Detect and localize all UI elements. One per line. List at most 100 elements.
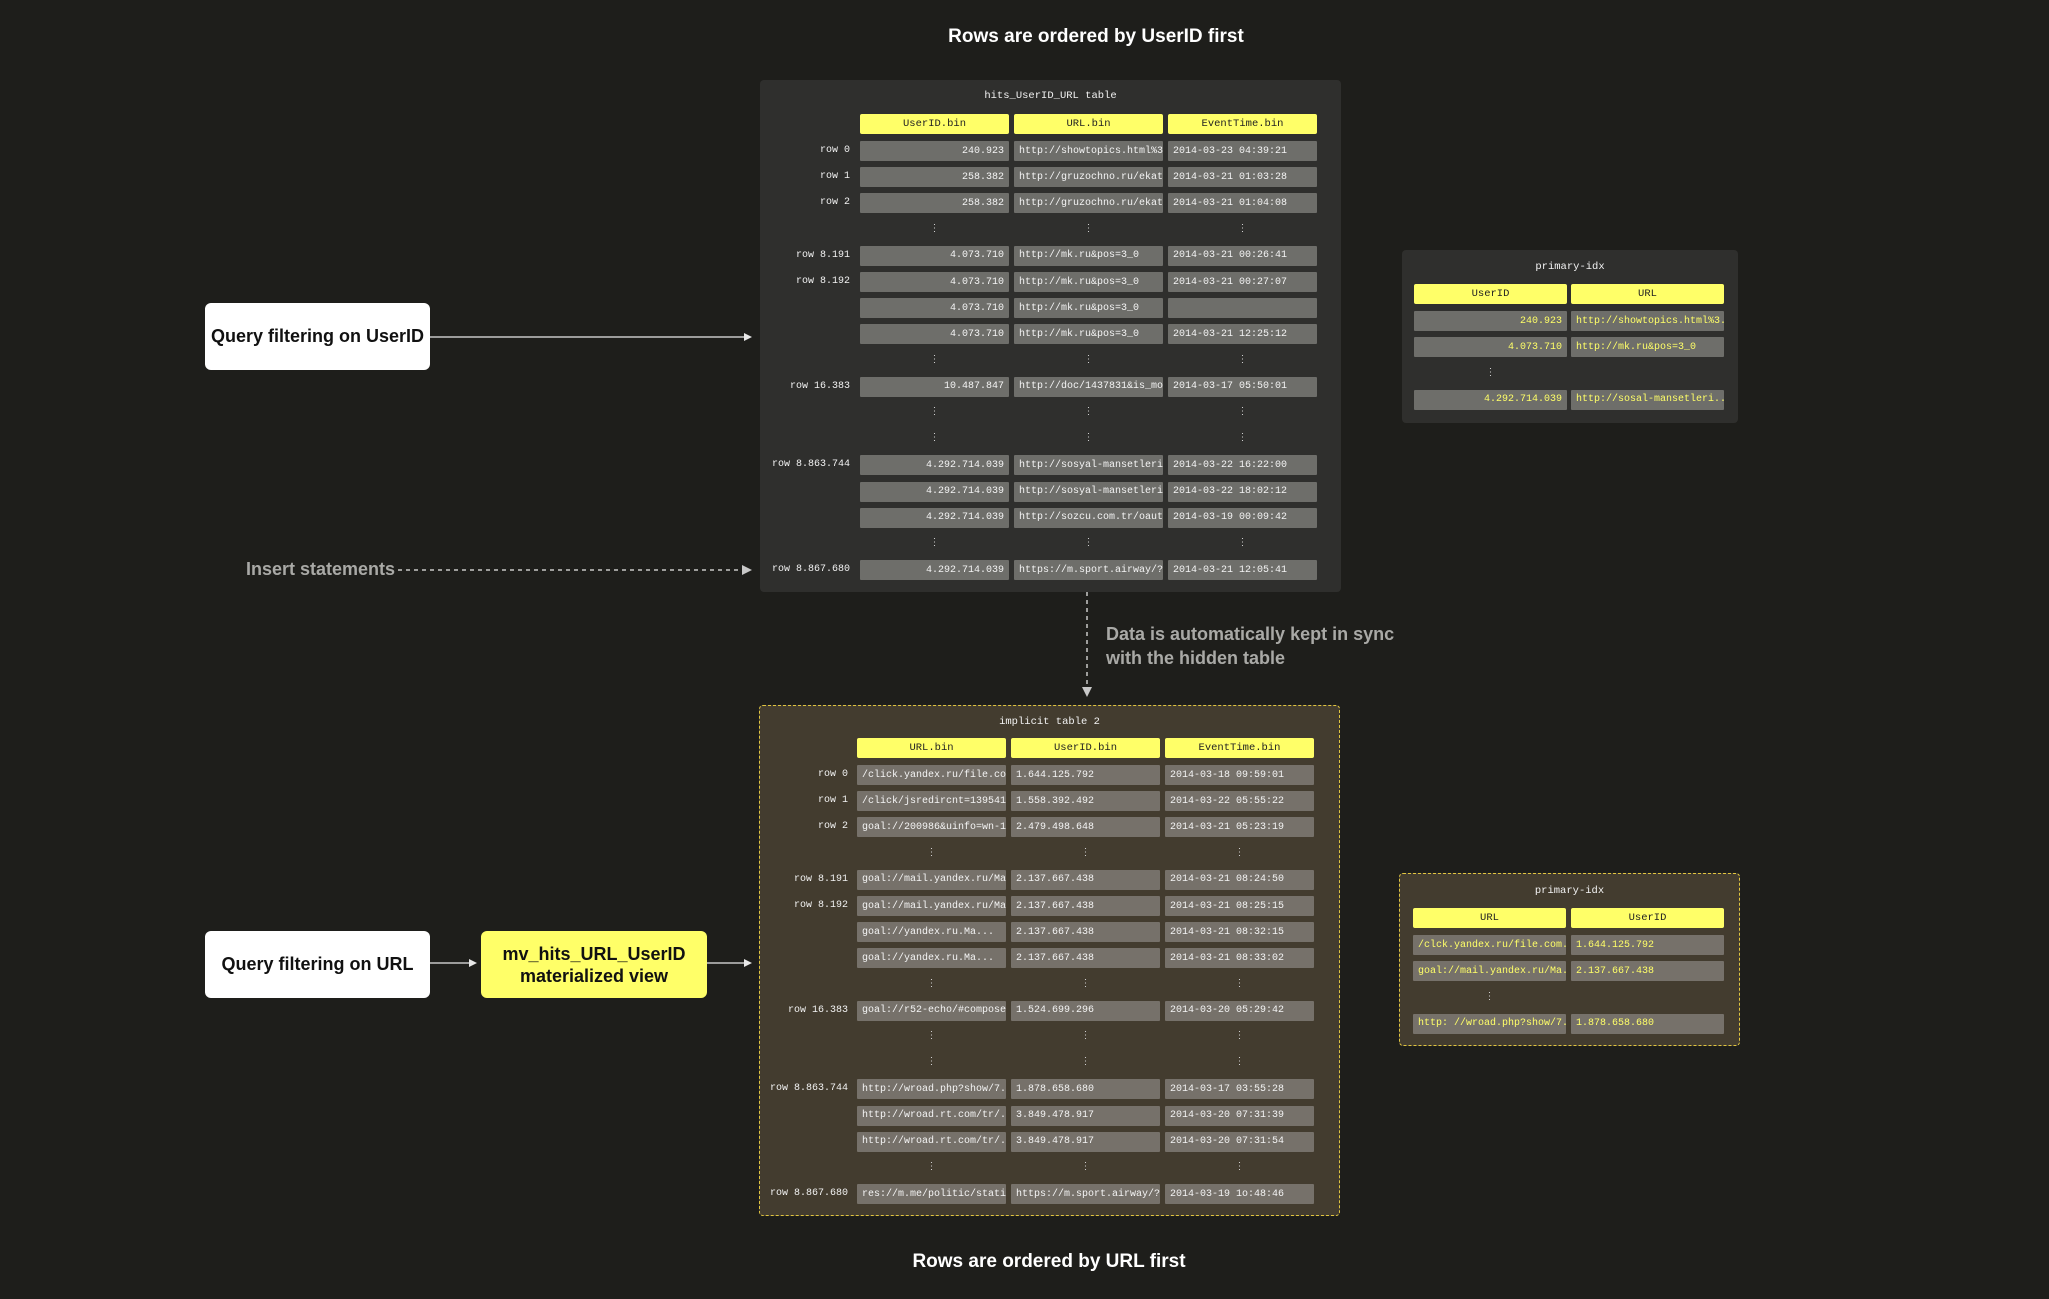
table-cell: http://wroad.php?show/7... bbox=[857, 1079, 1006, 1100]
table-cell: 4.292.714.039 bbox=[860, 560, 1009, 581]
row-label: row 2 bbox=[819, 197, 850, 209]
table-cell: 2014-03-21 12:05:41 bbox=[1168, 560, 1317, 581]
ellipsis: ⋮ bbox=[1234, 1031, 1245, 1042]
table-cell: 2014-03-23 04:39:21 bbox=[1168, 141, 1317, 161]
row-label: row 8.863.744 bbox=[771, 459, 850, 471]
table-cell: 2.137.667.438 bbox=[1011, 922, 1160, 943]
table-cell: 2014-03-21 00:27:07 bbox=[1168, 272, 1317, 292]
table-cell: 2014-03-19 00:09:42 bbox=[1168, 507, 1317, 528]
table-cell: 4.292.714.039 bbox=[860, 481, 1009, 502]
table-cell: goal://200986&uinfo=wn-1... bbox=[857, 817, 1006, 838]
index-title: primary-idx bbox=[1535, 261, 1605, 273]
table-cell: 1.644.125.792 bbox=[1011, 765, 1160, 785]
table-cell: 2014-03-21 05:23:19 bbox=[1165, 817, 1314, 838]
table-cell bbox=[1168, 298, 1317, 319]
index-column-header: UserID bbox=[1414, 284, 1567, 304]
ellipsis: ⋮ bbox=[926, 847, 937, 859]
table-cell: 4.073.710 bbox=[860, 298, 1009, 319]
table-cell: 2014-03-22 16:22:00 bbox=[1168, 455, 1317, 476]
index-column-header: URL bbox=[1413, 908, 1566, 928]
row-label: row 1 bbox=[817, 795, 848, 807]
table-cell: 2014-03-22 05:55:22 bbox=[1165, 791, 1314, 812]
index-cell: http://mk.ru&pos=3_0 bbox=[1571, 337, 1724, 358]
table-cell: 2.137.667.438 bbox=[1011, 948, 1160, 969]
row-label: row 0 bbox=[817, 769, 848, 780]
table-cell: 10.487.847 bbox=[860, 376, 1009, 397]
column-header: EventTime.bin bbox=[1165, 738, 1314, 758]
index-cell: http://sosal-mansetleri... bbox=[1571, 389, 1724, 410]
query-userid-label: Query filtering on UserID bbox=[210, 326, 425, 346]
table-cell: http://showtopics.html%3... bbox=[1014, 141, 1163, 161]
top-heading: Rows are ordered by UserID first bbox=[948, 26, 1244, 47]
index-cell: 4.292.714.039 bbox=[1414, 389, 1567, 410]
insert-arrowhead bbox=[742, 565, 752, 575]
table-cell: https://m.sport.airway/? bbox=[1011, 1184, 1160, 1205]
ellipsis: ⋮ bbox=[1080, 847, 1091, 859]
query-userid-box: Query filtering on UserID bbox=[205, 303, 430, 370]
ellipsis: ⋮ bbox=[1083, 407, 1094, 418]
ellipsis: ⋮ bbox=[926, 978, 937, 990]
materialized-view-name: mv_hits_URL_UserID bbox=[502, 943, 686, 964]
ellipsis: ⋮ bbox=[926, 1162, 937, 1173]
table-cell: 4.073.710 bbox=[860, 245, 1009, 266]
table-cell: 2.137.667.438 bbox=[1011, 869, 1160, 890]
ellipsis: ⋮ bbox=[1237, 433, 1248, 445]
row-label: row 16.383 bbox=[789, 380, 850, 392]
index-cell: 1.644.125.792 bbox=[1571, 935, 1724, 955]
index-column-header: UserID bbox=[1571, 908, 1724, 928]
table-cell: http://mk.ru&pos=3_0 bbox=[1014, 324, 1163, 345]
row-label: row 0 bbox=[819, 145, 850, 156]
ellipsis: ⋮ bbox=[1080, 1057, 1091, 1069]
table-cell: http://wroad.rt.com/tr/... bbox=[857, 1105, 1006, 1126]
query-url-label: Query filtering on URL bbox=[221, 954, 414, 974]
ellipsis: ⋮ bbox=[1083, 433, 1094, 445]
row-label: row 2 bbox=[817, 821, 848, 833]
table-cell: 4.292.714.039 bbox=[860, 455, 1009, 476]
table-cell: 4.292.714.039 bbox=[860, 507, 1009, 528]
ellipsis: ⋮ bbox=[1484, 991, 1495, 1003]
table-cell: 2014-03-18 09:59:01 bbox=[1165, 765, 1314, 785]
table-cell: http://mk.ru&pos=3_0 bbox=[1014, 272, 1163, 292]
row-label: row 8.867.680 bbox=[769, 1188, 848, 1200]
ellipsis: ⋮ bbox=[926, 1057, 937, 1069]
ellipsis: ⋮ bbox=[929, 538, 940, 549]
ellipsis: ⋮ bbox=[1080, 978, 1091, 990]
table-cell: http://sozcu.com.tr/oaut bbox=[1014, 507, 1163, 528]
column-header: URL.bin bbox=[1014, 114, 1163, 134]
ellipsis: ⋮ bbox=[1080, 1162, 1091, 1173]
ellipsis: ⋮ bbox=[929, 354, 940, 366]
table-cell: 2.479.498.648 bbox=[1011, 817, 1160, 838]
index-cell: 4.073.710 bbox=[1414, 337, 1567, 358]
index-title: primary-idx bbox=[1534, 885, 1605, 897]
table-cell: 2014-03-21 08:32:15 bbox=[1165, 922, 1314, 943]
table-cell: 240.923 bbox=[860, 141, 1009, 161]
row-label: row 8.192 bbox=[795, 276, 850, 287]
table-cell: 2014-03-21 01:03:28 bbox=[1168, 167, 1317, 188]
table-cell: 1.524.699.296 bbox=[1011, 1000, 1160, 1021]
ellipsis: ⋮ bbox=[1234, 1162, 1245, 1173]
row-label: row 16.383 bbox=[787, 1004, 848, 1016]
ellipsis: ⋮ bbox=[929, 223, 940, 235]
table-cell: http://gruzochno.ru/ekat... bbox=[1014, 167, 1163, 188]
mv-arrowhead bbox=[744, 959, 752, 967]
table-title: hits_UserID_URL table bbox=[984, 90, 1117, 102]
ellipsis: ⋮ bbox=[926, 1031, 937, 1042]
ellipsis: ⋮ bbox=[1237, 538, 1248, 549]
query-url-box: Query filtering on URL bbox=[205, 931, 430, 998]
index-cell: 1.878.658.680 bbox=[1571, 1013, 1724, 1034]
table-cell: 2014-03-21 08:33:02 bbox=[1165, 948, 1314, 969]
index-cell: http://showtopics.html%3... bbox=[1571, 311, 1724, 331]
table-cell: 2014-03-20 07:31:39 bbox=[1165, 1105, 1314, 1126]
index-cell: http: //wroad.php?show/7... bbox=[1413, 1013, 1566, 1034]
ellipsis: ⋮ bbox=[1485, 367, 1496, 379]
ellipsis: ⋮ bbox=[929, 407, 940, 418]
index-cell: /clck.yandex.ru/file.com... bbox=[1413, 935, 1566, 955]
sync-arrowhead bbox=[1082, 687, 1092, 697]
table-cell: 2014-03-19 1o:48:46 bbox=[1165, 1184, 1314, 1205]
table-cell: res://m.me/politic/stati... bbox=[857, 1184, 1006, 1205]
table-cell: 4.073.710 bbox=[860, 272, 1009, 292]
table-cell: 4.073.710 bbox=[860, 324, 1009, 345]
row-label: row 8.863.744 bbox=[769, 1083, 848, 1095]
row-label: row 8.192 bbox=[793, 900, 848, 911]
